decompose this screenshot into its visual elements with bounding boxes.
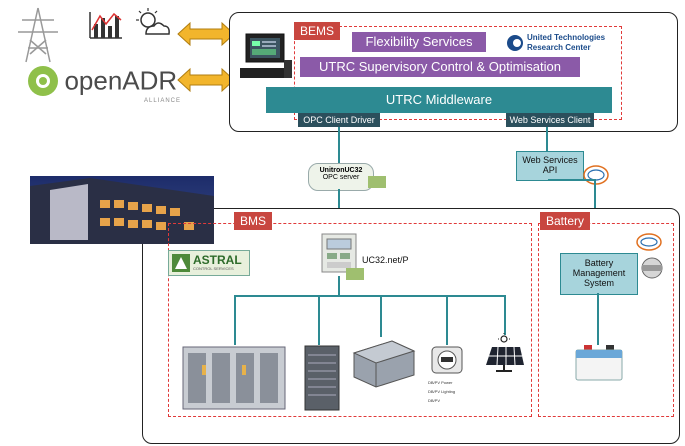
bems-dashed-frame bbox=[294, 26, 622, 120]
utrc-logo-icon bbox=[507, 35, 523, 51]
hvac-unit-icon bbox=[352, 340, 416, 388]
battery-management-system-box: Battery Management System bbox=[560, 253, 638, 295]
meter-label: DB/PV Power bbox=[428, 380, 453, 385]
bus-line bbox=[234, 295, 506, 297]
vendor-logo-icon bbox=[636, 233, 662, 251]
connector-line bbox=[504, 295, 506, 335]
connector-line bbox=[380, 295, 382, 337]
astral-logo-icon bbox=[172, 254, 190, 272]
battery-bms-line3: System bbox=[583, 278, 614, 288]
bems-tag: BEMS bbox=[294, 22, 341, 40]
opc-server-line1: UnitronUC32 bbox=[319, 167, 363, 174]
battery-dashed-frame bbox=[538, 223, 674, 417]
battery-icon bbox=[575, 345, 623, 381]
battery-bms-line1: Battery bbox=[584, 258, 614, 268]
controller-label: UC32.net/P bbox=[362, 255, 409, 265]
air-handling-unit-icon bbox=[182, 346, 286, 410]
astral-text: ASTRAL bbox=[193, 253, 242, 267]
bar-chart-icon bbox=[89, 12, 122, 39]
energy-meter-icon bbox=[431, 346, 463, 374]
connector-line bbox=[446, 295, 448, 345]
cabinet-unit-icon bbox=[304, 345, 340, 411]
astral-sub: CONTROL SERVICES bbox=[193, 266, 234, 271]
utrc-logo-line2: Research Center bbox=[527, 43, 591, 52]
solar-panel-icon bbox=[486, 333, 524, 372]
ws-api-line1: Web Services bbox=[522, 155, 578, 165]
controller-device-icon bbox=[321, 233, 357, 273]
double-arrow-icon bbox=[177, 67, 235, 93]
openadr-logo: openADR ALLIANCE bbox=[26, 64, 180, 104]
product-badge-icon bbox=[368, 176, 386, 188]
middleware-box: UTRC Middleware bbox=[266, 87, 612, 113]
battery-tag: Battery bbox=[540, 212, 591, 230]
connector-line bbox=[338, 276, 340, 296]
web-services-client-label: Web Services Client bbox=[506, 113, 594, 127]
weather-icon bbox=[136, 8, 170, 35]
meter-labels: DB/PV Power DB/PV Lighting DB/PV bbox=[428, 378, 488, 405]
bms-dashed-frame bbox=[168, 223, 532, 417]
web-services-api-box: Web Services API bbox=[516, 151, 584, 181]
battery-bms-line2: Management bbox=[572, 268, 626, 278]
connector-line bbox=[597, 293, 599, 345]
meter-label: DB/PV Lighting bbox=[428, 389, 456, 394]
openadr-sub: ALLIANCE bbox=[144, 98, 182, 104]
astral-logo: ASTRAL CONTROL SERVICES bbox=[168, 250, 250, 276]
computer-icon bbox=[240, 33, 292, 78]
opc-server-box: UnitronUC32 OPC server bbox=[308, 163, 374, 191]
meter-label: DB/PV bbox=[428, 398, 441, 403]
power-pylon-icon bbox=[18, 7, 58, 63]
utrc-logo: United Technologies Research Center bbox=[506, 32, 618, 54]
bms-tag: BMS bbox=[234, 212, 273, 230]
connector-line bbox=[318, 295, 320, 345]
flexibility-services-box: Flexibility Services bbox=[352, 32, 486, 52]
car-brand-logo-icon bbox=[641, 257, 663, 279]
connector-line bbox=[234, 295, 236, 345]
utrc-logo-line1: United Technologies bbox=[527, 33, 606, 42]
product-badge-icon bbox=[346, 268, 364, 280]
connector-line bbox=[546, 127, 548, 151]
supervisory-control-box: UTRC Supervisory Control & Optimisation bbox=[300, 57, 580, 77]
opc-client-driver-label: OPC Client Driver bbox=[298, 113, 380, 127]
opc-server-line2: OPC server bbox=[322, 174, 360, 181]
connector-line bbox=[338, 127, 340, 165]
ws-api-line2: API bbox=[542, 165, 558, 175]
double-arrow-icon bbox=[177, 21, 235, 47]
openadr-logo-icon bbox=[28, 66, 58, 96]
openadr-text: openADR bbox=[64, 65, 178, 96]
vendor-logo-icon bbox=[583, 165, 609, 185]
connector-line bbox=[548, 179, 594, 181]
